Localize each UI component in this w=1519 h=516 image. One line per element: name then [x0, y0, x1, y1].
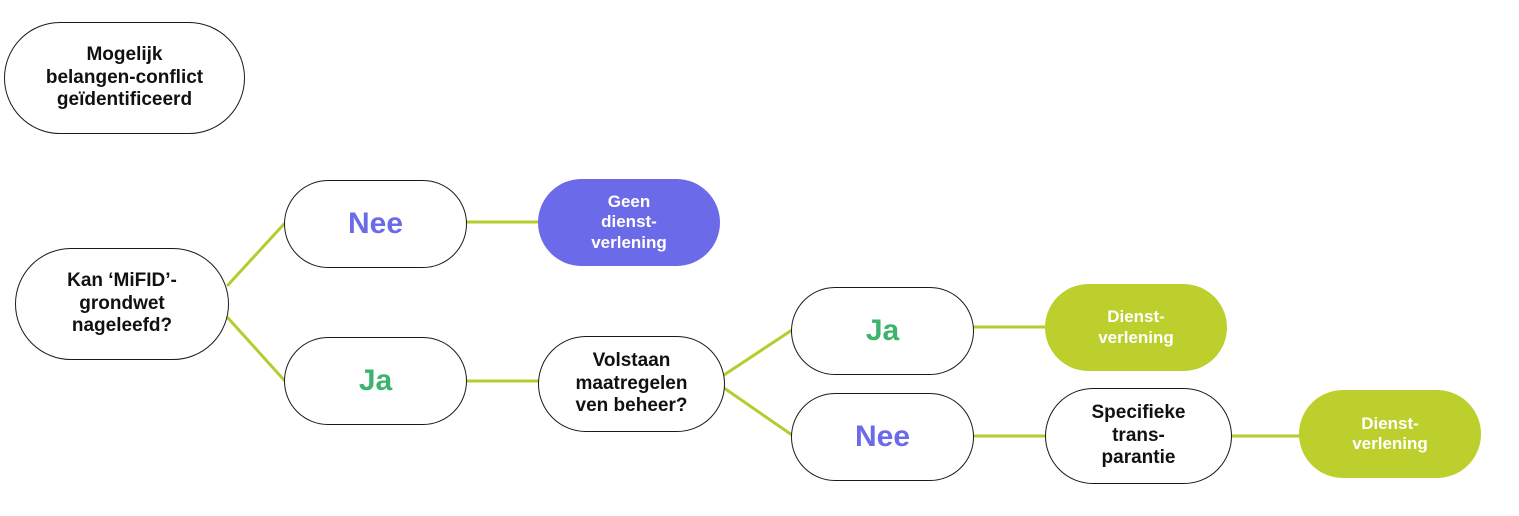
connector-mifid-nee — [226, 222, 286, 287]
connector-maatregelen-ja — [722, 328, 794, 377]
outcome-dienstverlening-1: Dienst- verlening — [1045, 284, 1227, 371]
connector-mifid-ja — [226, 316, 286, 382]
start-node: Mogelijk belangen-conflict geïdentificee… — [4, 22, 245, 134]
answer-nee-node: Nee — [284, 180, 467, 268]
answer-ja-node: Ja — [284, 337, 467, 425]
connector-maatregelen-nee — [722, 386, 794, 437]
question-mifid-node: Kan ‘MiFID’- grondwet nageleefd? — [15, 248, 229, 360]
specifieke-transparantie-node: Specifieke trans- parantie — [1045, 388, 1232, 484]
answer-ja-node-2: Ja — [791, 287, 974, 375]
outcome-dienstverlening-2: Dienst- verlening — [1299, 390, 1481, 478]
outcome-geen-dienstverlening: Geen dienst- verlening — [538, 179, 720, 266]
question-maatregelen-node: Volstaan maatregelen ven beheer? — [538, 336, 725, 432]
answer-nee-node-2: Nee — [791, 393, 974, 481]
